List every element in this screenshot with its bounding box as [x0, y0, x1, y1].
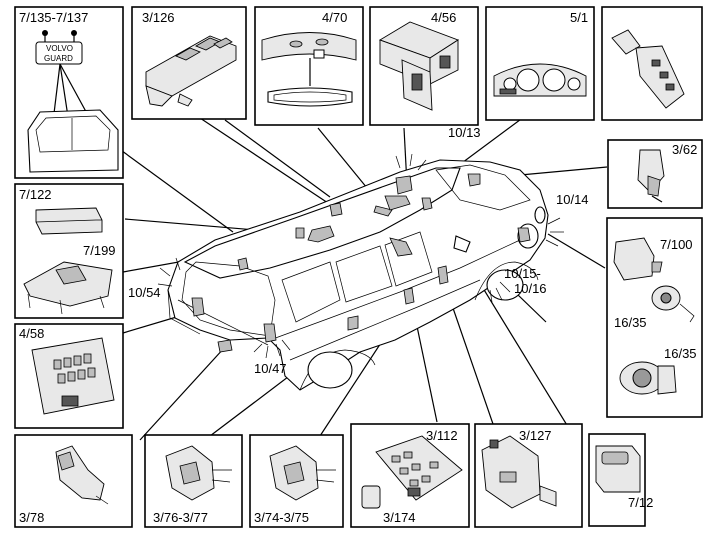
- panel-lock-3-74: 3/74-3/75: [249, 434, 344, 528]
- label-3-127: 3/127: [519, 428, 552, 443]
- panel-lock-3-78: 3/78: [14, 434, 133, 528]
- label-10-47: 10/47: [254, 361, 287, 376]
- panel-central-module: 4/56: [369, 6, 479, 126]
- label-10-16: 10/16: [514, 281, 547, 296]
- volvo-guard-sticker: [35, 41, 83, 65]
- panel-modules-7: 7/122 7/199: [14, 183, 124, 319]
- label-3-174: 3/174: [383, 510, 416, 525]
- label-7-100: 7/100: [660, 237, 693, 252]
- label-16-35-b: 16/35: [664, 346, 697, 361]
- label-16-35-a: 16/35: [614, 315, 647, 330]
- label-10-15: 10/15-: [504, 266, 541, 281]
- panel-rem: 4/58: [14, 323, 124, 429]
- panel-remote-key: [601, 6, 703, 121]
- label-7-199: 7/199: [83, 243, 116, 258]
- panel-window-switch: 3/126: [131, 6, 247, 120]
- panel-lock-motor: 3/62: [607, 139, 703, 209]
- label-3-74: 3/74-3/75: [254, 510, 309, 525]
- label-4-56: 4/56: [431, 10, 456, 25]
- label-7-12: 7/12: [628, 495, 653, 510]
- panel-switch-3-127: 3/127: [474, 423, 583, 528]
- label-10-13: 10/13: [448, 125, 481, 140]
- sticker-line2: GUARD: [44, 54, 73, 63]
- panel-mirror: 4/70: [254, 6, 364, 126]
- label-5-1: 5/1: [570, 10, 588, 25]
- label-7-135: 7/135-7/137: [19, 10, 88, 25]
- panel-instrument: 5/1: [485, 6, 595, 121]
- label-4-58: 4/58: [19, 326, 44, 341]
- label-3-112: 3/112: [426, 428, 458, 443]
- panel-siren: 7/100 16/35 16/35: [606, 217, 703, 418]
- label-10-54: 10/54: [128, 285, 161, 300]
- label-3-76: 3/76-3/77: [153, 510, 208, 525]
- label-3-78: 3/78: [19, 510, 44, 525]
- label-7-122: 7/122: [19, 187, 52, 202]
- car-illustration: [157, 153, 564, 391]
- label-4-70: 4/70: [322, 10, 347, 25]
- label-3-126: 3/126: [142, 10, 175, 25]
- panel-switch-3-112: 3/112 3/174: [350, 423, 470, 528]
- panel-volvo-guard: 7/135-7/137 VOLVO GUARD: [14, 6, 124, 179]
- label-3-62: 3/62: [672, 142, 697, 157]
- label-10-14: 10/14: [556, 192, 589, 207]
- sticker-line1: VOLVO: [46, 44, 73, 53]
- panel-sensor-7-12: 7/12: [588, 433, 653, 527]
- panel-lock-3-76: 3/76-3/77: [144, 434, 243, 528]
